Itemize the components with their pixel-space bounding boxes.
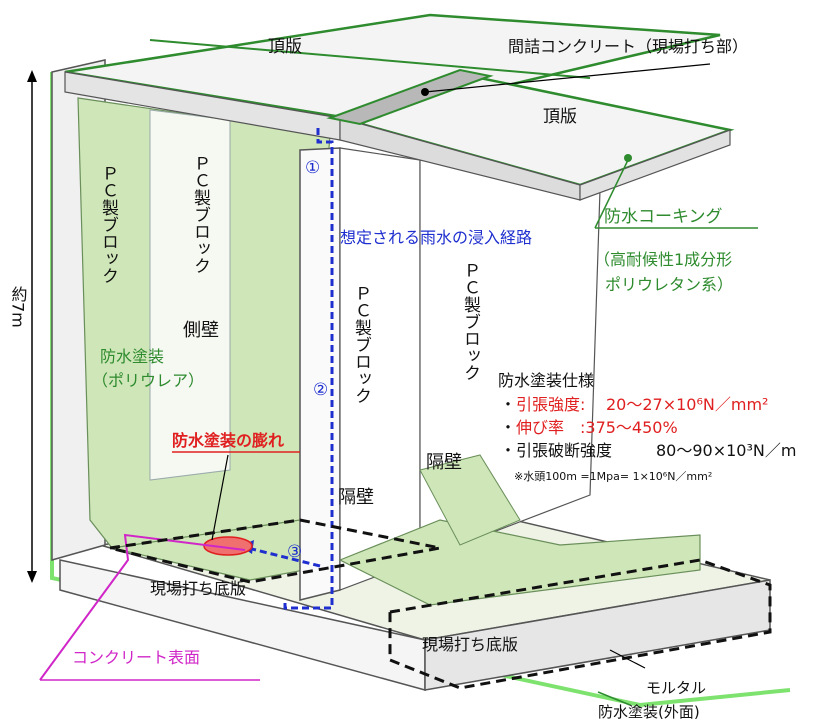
infill-concrete-label: 間詰コンクリート（現場打ち部） <box>508 37 748 56</box>
infill-marker <box>421 88 429 96</box>
caulking-sub-line1: （高耐候性1成分形 <box>594 250 732 269</box>
caulking-label: 防水コーキング <box>604 207 723 227</box>
spec-title: 防水塗装仕様 <box>498 371 594 390</box>
concrete-surface-pointer <box>39 533 246 681</box>
path-marker-2: ② <box>313 380 328 400</box>
partition-left-front <box>299 147 341 601</box>
infill-pointer <box>424 63 711 93</box>
coating-blister-mark <box>203 536 253 556</box>
rain-path-arrow-3 <box>247 546 321 568</box>
spec-item-3-name: 引張破断強度 <box>516 441 612 460</box>
cast-floor-right-outline <box>388 558 772 690</box>
pc-block-3-label: ＰＣ製ブロック <box>351 285 372 404</box>
spec-item-1-value: 20〜27×10⁶N／mm² <box>606 395 768 414</box>
top-slab-left-top <box>64 13 721 122</box>
pc-block-4-label: ＰＣ製ブロック <box>460 262 481 381</box>
coating-label-line1: 防水塗装 <box>100 347 164 366</box>
coating-label-line2: （ポリウレア） <box>92 371 204 390</box>
pc-block-2-label: ＰＣ製ブロック <box>190 155 211 274</box>
height-arrow-top <box>27 70 37 82</box>
concrete-surface-label: コンクリート表面 <box>72 648 200 667</box>
coating-blister-label: 防水塗装の膨れ <box>172 431 284 450</box>
spec-item-1-name: 引張強度: <box>516 395 585 414</box>
spec-note: ※水頭100m =1Mpa= 1×10⁶N／mm² <box>514 470 712 483</box>
rain-path-line <box>283 128 334 610</box>
spec-item-2-bullet: ・ <box>500 418 516 437</box>
external-coating-label: 防水塗装(外面) <box>598 703 700 721</box>
top-slab-seam <box>149 39 591 79</box>
external-coating-pointer <box>597 691 631 706</box>
side-wall-label: 側壁 <box>183 320 219 341</box>
partition-2-label: 隔壁 <box>426 452 462 473</box>
spec-item-3-value: 80〜90×10³N／m <box>656 441 796 460</box>
path-marker-3: ③ <box>287 542 302 562</box>
cast-floor-left-label: 現場打ち底版 <box>150 579 246 598</box>
partition-1-label: 隔壁 <box>338 487 374 508</box>
top-slab-right-label: 頂版 <box>543 107 577 127</box>
pc-block-1-label: ＰＣ製ブロック <box>98 165 119 284</box>
top-slab-left-label: 頂版 <box>268 37 302 57</box>
spec-item-1-bullet: ・ <box>500 395 516 414</box>
cast-floor-left-outline <box>109 518 441 584</box>
path-marker-1: ① <box>305 158 320 178</box>
infill-concrete-strip <box>326 68 494 126</box>
caulking-pointer <box>594 159 629 229</box>
blister-pointer <box>211 454 229 541</box>
height-arrow-bottom <box>27 571 37 583</box>
spec-item-3-bullet: ・ <box>500 441 516 460</box>
caulking-marker <box>624 154 632 162</box>
partition-2-foot <box>419 454 521 546</box>
spec-item-2-name: 伸び率 <box>516 418 564 437</box>
caulking-sub-line2: ポリウレタン系） <box>605 275 733 294</box>
rain-path-label: 想定される雨水の浸入経路 <box>340 228 532 247</box>
cast-floor-right-label: 現場打ち底版 <box>422 635 518 654</box>
mortar-label: モルタル <box>646 679 706 697</box>
height-label: 約7m <box>9 286 28 328</box>
mortar-pointer <box>609 649 646 669</box>
spec-item-2-value: :375〜450% <box>580 418 678 437</box>
